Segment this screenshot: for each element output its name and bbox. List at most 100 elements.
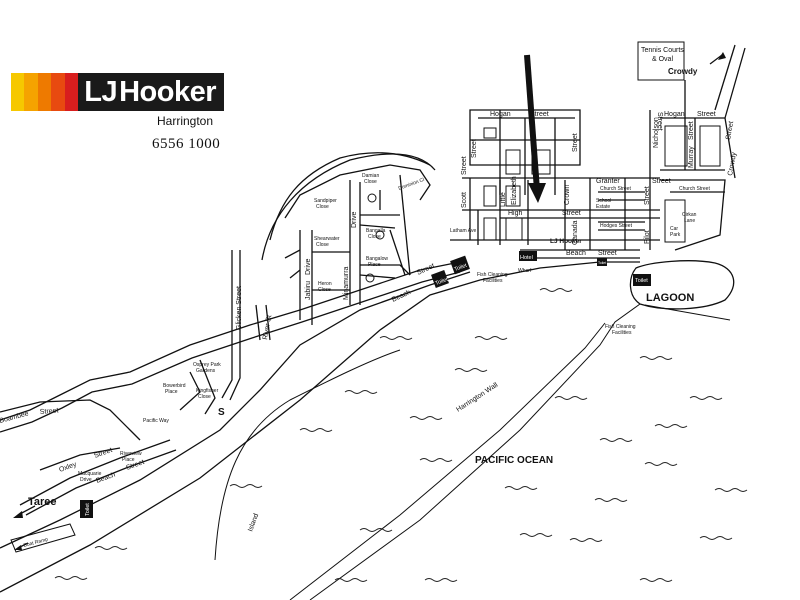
label-kingfisher-2: Close [198, 394, 211, 400]
label-scott-street: Street [461, 156, 468, 175]
logo-stripe-3 [37, 73, 52, 111]
label-high-street: Street [562, 210, 581, 217]
label-murray: Murray [688, 146, 695, 168]
label-sandpiper-2: Close [316, 204, 329, 210]
label-oxley-street: Street [93, 447, 113, 460]
beach-street-road-edge [0, 271, 461, 433]
label-hogan-2b: Street [697, 111, 716, 118]
logo-stripe-5 [64, 73, 79, 111]
label-latham: Latham Ave [450, 228, 477, 234]
label-toilet-2: Toilet [454, 263, 469, 273]
logo-wordmark: LJ Hooker [78, 73, 225, 111]
label-street-v2: Street [572, 133, 579, 152]
label-fish-1b: Facilities [483, 278, 503, 284]
tennis-courts-block [637, 41, 685, 81]
location-arrow-head [528, 183, 546, 203]
label-canada: Canada [572, 220, 579, 245]
label-church-street-2: Church Street [679, 186, 710, 192]
label-hogan-2: Hogan [664, 111, 685, 118]
label-crowdy-direction: Crowdy [668, 67, 698, 76]
toilet-icon-taree [80, 500, 93, 518]
label-lagoon: LAGOON [646, 292, 694, 304]
label-wharf: Wharf [518, 268, 532, 274]
label-car-park-1: Car [670, 226, 678, 232]
label-jabiru-drive: Drive [305, 259, 312, 275]
label-beach-1: Beach [566, 250, 586, 257]
location-arrow [524, 54, 540, 191]
lj-hooker-logo: LJ Hooker [11, 73, 225, 111]
label-boat-ramp: Boat Ramp [23, 537, 49, 549]
lower-beach-street-edge [25, 449, 177, 516]
label-pacific-ocean: PACIFIC OCEAN [475, 455, 553, 466]
lower-beach-street [19, 439, 171, 506]
ocean-waves [54, 288, 748, 582]
oxley-street [39, 447, 121, 471]
label-pilot-street: Street [644, 186, 651, 205]
label-school-2: Estate [596, 204, 610, 210]
label-fish-2a: Fish Cleaning [605, 324, 636, 330]
label-pilot: Pilot [644, 230, 651, 244]
label-beach-1b: Street [598, 250, 617, 257]
label-hodges: Hodges Street [600, 223, 633, 229]
lagoon-outline [629, 260, 735, 310]
label-bowerbird-2: Place [165, 389, 178, 395]
toilet-icon-3 [597, 258, 607, 266]
label-nicholson: Nicholson [653, 117, 660, 148]
label-osprey-2: Gardens [196, 368, 216, 374]
label-dominion: Dominion Cl [398, 177, 426, 192]
label-damian-2: Close [364, 179, 377, 185]
label-cirkan-1: Cirkan [682, 212, 697, 218]
label-riverview-1: Riverview [120, 451, 142, 457]
label-car-park-2: Park [670, 232, 681, 238]
label-fish-2b: Facilities [612, 330, 632, 336]
label-granter: Granter [596, 178, 620, 185]
hotel-icon [519, 251, 537, 261]
label-church-street-1: Church Street [600, 186, 631, 192]
logo-hooker-text: Hooker [119, 76, 217, 108]
glicken-street-edge [229, 250, 241, 401]
island-shore [214, 349, 401, 561]
label-tennis-1: Tennis Courts [641, 47, 684, 54]
label-kingfisher-1: Kingfisher [196, 388, 219, 394]
logo-stripe-1 [11, 73, 25, 111]
label-jabiru: Jabiru [305, 281, 312, 300]
label-bangalla-1: Bangalla [366, 228, 386, 234]
label-taree: Taree [28, 496, 57, 508]
label-damian-1: Damian [362, 173, 379, 179]
office-name: Harrington [157, 114, 214, 128]
label-toilet-4: Toilet [635, 278, 648, 284]
boambee-street [0, 399, 141, 441]
label-hogan-1: Hogan [490, 111, 511, 118]
shoreline [0, 261, 640, 593]
label-fish-1a: Fish Cleaning [477, 272, 508, 278]
label-heron-1: Heron [318, 281, 332, 287]
label-riverview-2: Place [122, 457, 135, 463]
river-street-edge [265, 304, 271, 341]
label-macquarie-1: Macquarie [78, 471, 102, 477]
label-high: High [508, 210, 523, 217]
town-grid [450, 41, 746, 259]
label-minamurra: Minamurra [343, 266, 350, 300]
river-street [255, 304, 261, 341]
label-shearwater-1: Shearwater [314, 236, 340, 242]
label-toilet-3: Toilet [598, 261, 606, 265]
western-subdivision [261, 152, 436, 325]
toilet-icon-2 [450, 255, 470, 275]
label-oxley: Oxley [58, 461, 78, 474]
label-murray-street: Street [688, 121, 695, 140]
boat-ramp-box [10, 523, 76, 553]
label-toilet-taree: Toilet [85, 503, 91, 516]
label-hotel: Hotel [520, 255, 533, 261]
label-street-v1: Street [471, 139, 478, 158]
label-river-st: River St [262, 315, 273, 341]
label-shearwater-2: Close [316, 242, 329, 248]
logo-stripe-4 [51, 73, 65, 111]
label-boambee-street: Street [40, 407, 59, 416]
label-nicholson-street: Street [656, 112, 663, 131]
beach-street-road [0, 261, 461, 421]
toilet-icon-4 [633, 274, 651, 286]
label-pacific-way: Pacific Way [143, 418, 169, 424]
label-s-glyph: S [218, 407, 225, 418]
label-bangalow-1: Bangalow [366, 256, 388, 262]
